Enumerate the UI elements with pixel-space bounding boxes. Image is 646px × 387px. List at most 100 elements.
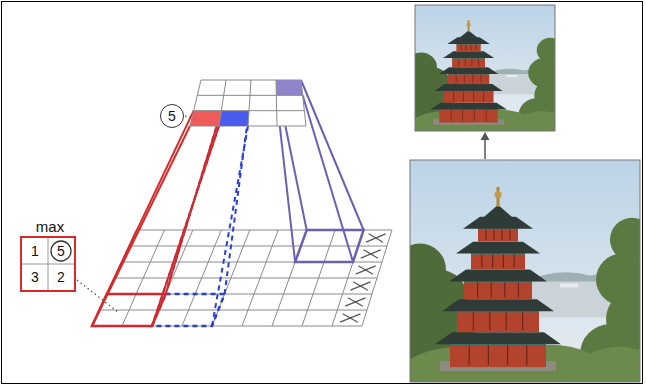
pagoda-pillar	[458, 58, 459, 66]
grid-line	[114, 278, 377, 279]
pagoda-pillar	[486, 110, 487, 122]
pagoda-pillar	[501, 229, 502, 240]
dropped-cell-cross	[356, 266, 376, 274]
pagoda-body	[448, 72, 489, 84]
pagoda-pillar	[477, 281, 478, 297]
grid-line	[248, 80, 251, 126]
pagoda-finial	[495, 191, 502, 198]
pagoda-pillar	[465, 58, 466, 66]
pooling-edge	[301, 80, 364, 230]
dropped-cell-cross	[340, 314, 360, 322]
pagoda-roof	[456, 242, 540, 254]
pagoda-pillar	[503, 254, 504, 268]
grid-line	[276, 80, 277, 126]
kernel-grid	[22, 238, 74, 290]
photo-frame	[415, 5, 555, 131]
pagoda-pillar	[463, 91, 464, 102]
pooling-window	[295, 230, 364, 262]
max-pool-box: max1532	[20, 218, 80, 292]
pagoda-pillar	[478, 58, 479, 66]
pagoda-pillar	[489, 311, 490, 330]
boat	[560, 283, 578, 287]
dropped-cell-cross	[366, 234, 386, 242]
pagoda-body	[450, 341, 546, 367]
output-cell	[276, 80, 303, 95]
dropped-cell-cross	[361, 250, 381, 258]
callout-number: 5	[168, 109, 176, 123]
grid-line	[197, 95, 302, 96]
grid-line	[194, 110, 305, 111]
pagoda-pillar	[504, 281, 505, 297]
pagoda-pillar	[461, 44, 462, 50]
pagoda-pillar	[514, 254, 515, 268]
pagoda-pillar	[471, 44, 472, 50]
pagoda-roof	[439, 67, 499, 74]
dropped-cell-cross	[345, 298, 365, 306]
pagoda-pillar	[518, 281, 519, 297]
pagoda-roof	[482, 205, 514, 219]
pagoda-pillar	[480, 74, 481, 83]
downsample-arrow	[484, 139, 486, 159]
pagoda-pillar	[473, 311, 474, 330]
pagoda-pillar	[462, 110, 463, 122]
pagoda-pillar	[488, 344, 489, 365]
photo-frame	[410, 160, 640, 382]
pagoda-pillar	[466, 44, 467, 50]
pooling-edge	[212, 126, 248, 326]
grid-line	[99, 310, 367, 311]
leader-line	[77, 280, 117, 312]
leader-line	[185, 116, 194, 118]
pagoda-body	[464, 278, 532, 299]
output-cell	[219, 111, 249, 126]
grid-line	[22, 264, 74, 265]
photo-scene	[410, 160, 640, 382]
table-cell: 1	[22, 238, 48, 264]
pagoda-body	[457, 308, 539, 332]
pooling-edge	[152, 126, 219, 326]
pooling-edge	[152, 126, 219, 326]
pagoda-pillar	[456, 74, 457, 83]
pagoda-pillar	[483, 91, 484, 102]
pagoda-pillar	[464, 74, 465, 83]
pagoda-pillar	[492, 254, 493, 268]
pagoda-pillar	[473, 91, 474, 102]
pagoda-pillar	[485, 229, 486, 240]
pagoda-pillar	[453, 91, 454, 102]
pagoda-roof	[430, 103, 507, 110]
pagoda-pillar	[471, 58, 472, 66]
pooling-edge	[107, 111, 194, 294]
pagoda-roof	[434, 84, 502, 91]
kernel-box: 1532	[20, 236, 76, 292]
pagoda-pillar	[507, 344, 508, 365]
value-circle: 5	[160, 104, 184, 128]
pagoda-roof	[435, 332, 561, 344]
pagoda-pillar	[481, 254, 482, 268]
large-photo	[410, 160, 640, 382]
dropped-cell-cross	[350, 282, 370, 290]
grid-line	[219, 80, 226, 126]
pooling-edge	[92, 126, 190, 326]
arrow-head	[481, 132, 490, 140]
pagoda-roof	[443, 51, 494, 58]
pagoda-pillar	[526, 344, 527, 365]
pagoda-pillar	[472, 74, 473, 83]
output-grid	[190, 80, 306, 126]
table-cell: 2	[48, 264, 74, 290]
photo-scene	[415, 5, 555, 131]
pagoda-pillar	[474, 110, 475, 122]
pagoda-pillar	[506, 311, 507, 330]
pagoda-body	[439, 108, 497, 123]
output-cell	[190, 111, 221, 126]
pagoda-roof	[442, 299, 554, 311]
pooling-edge	[303, 95, 353, 262]
pagoda-pillar	[509, 229, 510, 240]
pagoda-roof	[459, 30, 478, 38]
boat	[506, 75, 517, 77]
table-cell: 5	[48, 238, 74, 264]
pagoda-pillar	[493, 229, 494, 240]
pooling-frustums	[92, 80, 364, 326]
pagoda-pillar	[522, 311, 523, 330]
pagoda-pillar	[475, 44, 476, 50]
small-photo	[415, 5, 555, 131]
